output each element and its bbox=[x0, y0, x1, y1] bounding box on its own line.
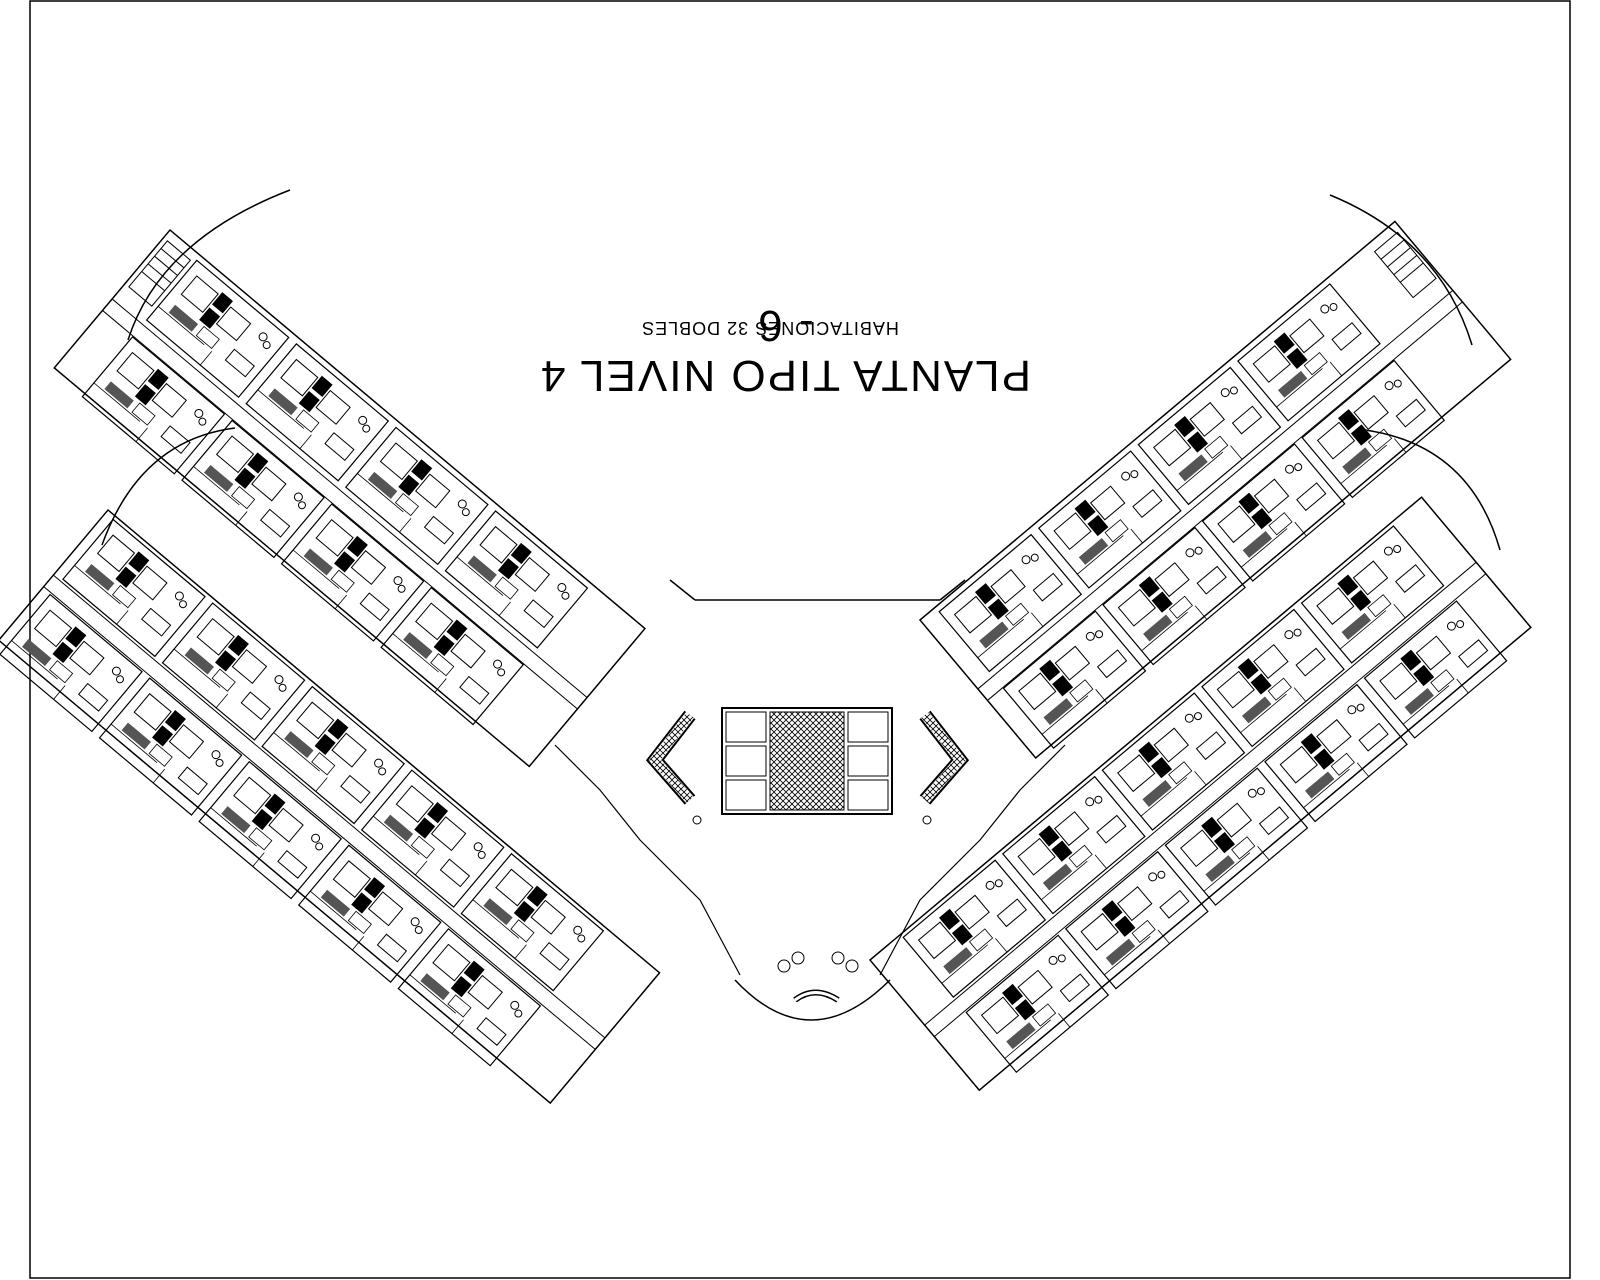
sheet-border bbox=[29, 0, 1571, 1279]
elevator-core bbox=[721, 707, 893, 815]
right-outer-wing bbox=[868, 496, 1532, 1092]
drawing-subtitle: HABITACIONES 32 DOBLES bbox=[641, 318, 899, 338]
right-inner-arc bbox=[1329, 194, 1473, 346]
left-outer-arc bbox=[101, 427, 236, 546]
left-outer-wing bbox=[0, 508, 661, 1105]
lobby-front-arc bbox=[734, 979, 891, 1021]
left-inner-arc bbox=[127, 189, 291, 341]
right-outer-arc bbox=[1364, 429, 1501, 551]
left-connector bbox=[554, 744, 741, 976]
right-inner-wing bbox=[918, 220, 1512, 759]
left-inner-wing bbox=[53, 228, 647, 768]
right-connector bbox=[879, 744, 1066, 976]
drawing-title: PLANTA TIPO NIVEL 4 - 6 bbox=[538, 301, 1032, 400]
central-lobby bbox=[645, 579, 970, 1021]
